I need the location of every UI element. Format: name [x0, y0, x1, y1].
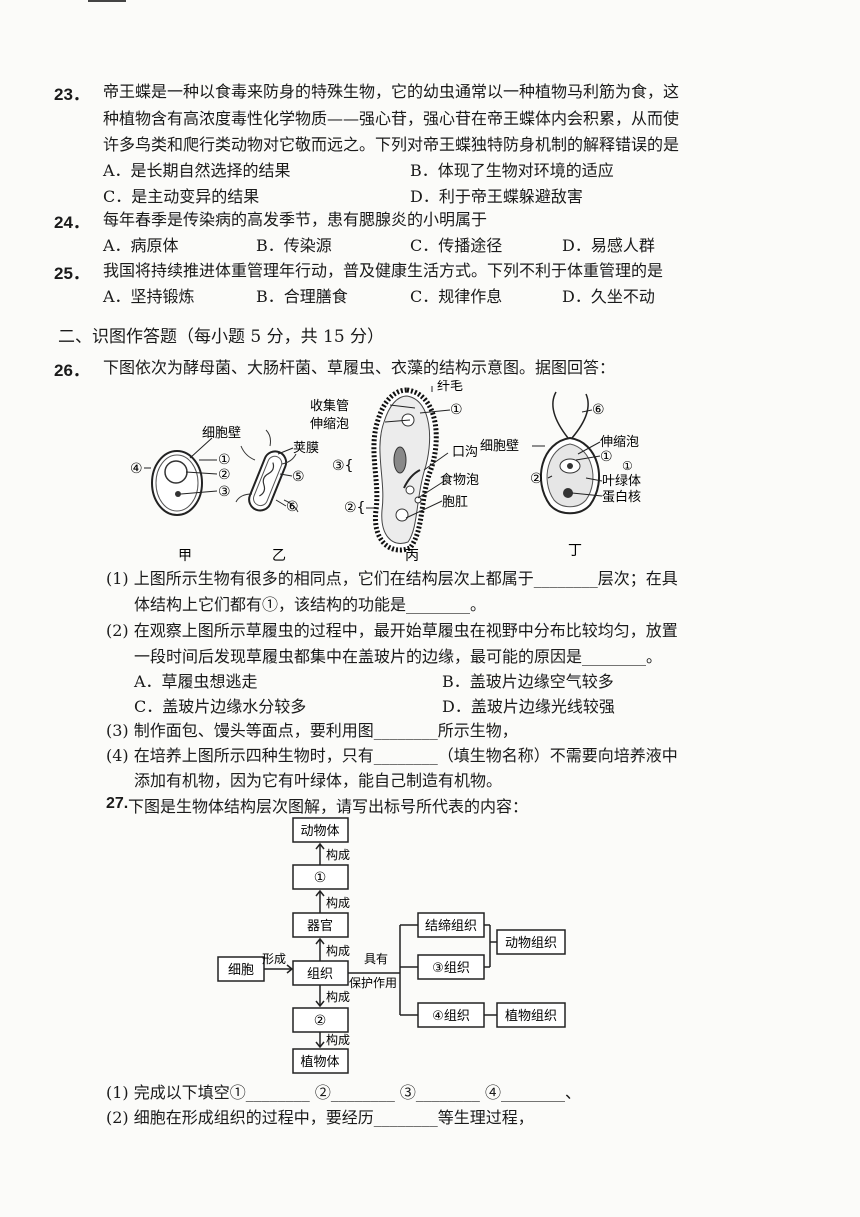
- arrow-label-form: 构成: [326, 895, 350, 910]
- label-2-bracket: ②{: [344, 500, 365, 516]
- option-a: A．是长期自然选择的结果: [103, 161, 291, 180]
- option-b: B．盖玻片边缘空气较多: [442, 672, 614, 691]
- label-d-extra: ①: [622, 459, 633, 473]
- arrow-label-form: 构成: [326, 989, 350, 1004]
- question-number: 25．: [54, 264, 90, 283]
- caption-ding: 丁: [568, 543, 582, 559]
- label-3-bracket: ③{: [332, 458, 353, 474]
- label-oral-groove: 口沟: [452, 445, 478, 460]
- label-d-cell-wall: 细胞壁: [480, 439, 519, 454]
- question-stem-line: 种植物含有高浓度毒性化学物质——强心苷，强心苷在帝王蝶体内会积累，从而使: [103, 109, 680, 128]
- node-organ: 器官: [307, 918, 333, 934]
- label-cell-wall: 细胞壁: [202, 426, 241, 441]
- option-c: C．传播途径: [410, 236, 503, 255]
- label-1: ①: [600, 449, 613, 465]
- arrow-label-have: 具有: [364, 952, 388, 966]
- subquestion-2: (2) 细胞在形成组织的过程中，要经历________等生理过程，: [106, 1108, 534, 1127]
- question-stem: 每年春季是传染病的高发季节，患有腮腺炎的小明属于: [103, 210, 488, 229]
- node-plant-body: 植物体: [300, 1055, 339, 1070]
- node-tissue-3: ③组织: [432, 961, 470, 976]
- label-cilia: 纤毛: [437, 380, 463, 394]
- caption-bing: 丙: [405, 548, 419, 564]
- label-5: ⑤: [292, 469, 305, 485]
- option-c: C．盖玻片边缘水分较多: [134, 697, 307, 716]
- subquestion-1: (1) 完成以下填空①________ ②________ ③________ …: [106, 1083, 582, 1102]
- question-stem: 我国将持续推进体重管理年行动，普及健康生活方式。下列不利于体重管理的是: [103, 261, 664, 280]
- subquestion-1-line: 体结构上它们都有①，该结构的功能是________。: [134, 595, 487, 614]
- subquestion-4-line: 添加有机物，因为它有叶绿体，能自己制造有机物。: [134, 771, 503, 790]
- ecoli-diagram: 荚膜 ⑤ ⑥: [235, 429, 319, 515]
- option-d: D．利于帝王蝶躲避敌害: [410, 187, 583, 206]
- label-1: ①: [450, 402, 463, 418]
- question-number: 26．: [54, 361, 90, 380]
- label-anal-pore: 胞肛: [442, 495, 468, 510]
- option-b: B．合理膳食: [256, 287, 348, 306]
- section-title: 二、识图作答题（每小题 5 分，共 15 分）: [58, 327, 385, 347]
- node-connective-tissue: 结缔组织: [425, 918, 477, 934]
- option-a: A．坚持锻炼: [103, 287, 195, 306]
- arrow-label-form: 构成: [326, 847, 350, 862]
- node-tissue-4: ④组织: [432, 1009, 470, 1024]
- node-blank-1: ①: [314, 870, 327, 886]
- node-animal-tissue: 动物组织: [505, 936, 557, 951]
- yeast-diagram: 细胞壁 ④ ① ② ③: [130, 426, 241, 516]
- label-food-vacuole: 食物泡: [440, 472, 479, 488]
- node-tissue: 组织: [307, 967, 333, 982]
- chlamydomonas-diagram: ⑥ 细胞壁 伸缩泡 ① ① ② 叶绿体 蛋白核: [480, 391, 641, 515]
- option-c: C．规律作息: [410, 287, 503, 306]
- question-number: 27.: [106, 795, 129, 812]
- arrow-label-protection: 保护作用: [349, 976, 397, 990]
- caption-jia: 甲: [178, 548, 192, 564]
- node-cell: 细胞: [228, 963, 254, 978]
- subquestion-2-line: 一段时间后发现草履虫都集中在盖玻片的边缘，最可能的原因是________。: [134, 647, 663, 666]
- label-2: ②: [530, 471, 543, 487]
- option-d: D．盖玻片边缘光线较强: [442, 697, 615, 716]
- label-6: ⑥: [286, 499, 299, 515]
- subquestion-2-line: (2) 在观察上图所示草履虫的过程中，最开始草履虫在视野中分布比较均匀，放置: [106, 621, 678, 640]
- label-collecting-tube: 收集管: [310, 398, 349, 414]
- option-d: D．久坐不动: [562, 287, 655, 306]
- question-stem-line: 帝王蝶是一种以食毒来防身的特殊生物，它的幼虫通常以一种植物马利筋为食，这: [103, 82, 680, 101]
- arrow-label-produce: 形成: [262, 952, 286, 966]
- question-stem: 下图是生物体结构层次图解，请写出标号所代表的内容：: [128, 797, 529, 816]
- question-number: 24．: [54, 213, 90, 232]
- label-2: ②: [218, 467, 231, 483]
- option-c: C．是主动变异的结果: [103, 187, 260, 206]
- label-contractile-vacuole: 伸缩泡: [310, 416, 349, 432]
- label-d-chloroplast: 叶绿体: [602, 474, 641, 489]
- arrow-label-form: 构成: [326, 1032, 350, 1047]
- caption-yi: 乙: [272, 548, 286, 564]
- option-b: B．体现了生物对环境的适应: [410, 161, 614, 180]
- microorganism-figure: 细胞壁 ④ ① ② ③ 荚膜 ⑤ ⑥: [130, 380, 641, 564]
- question-stem: 下图依次为酵母菌、大肠杆菌、草履虫、衣藻的结构示意图。据图回答：: [103, 358, 616, 377]
- label-d-contractile-vacuole: 伸缩泡: [600, 434, 639, 450]
- option-d: D．易感人群: [562, 236, 655, 255]
- label-capsule: 荚膜: [293, 441, 319, 456]
- node-plant-tissue: 植物组织: [505, 1009, 557, 1024]
- option-a: A．病原体: [103, 236, 179, 255]
- arrow-label-form: 构成: [326, 943, 350, 958]
- paramecium-diagram: 纤毛 收集管 伸缩泡 ① 口沟 ③{ 食物泡 胞肛 ②{: [310, 380, 479, 553]
- node-blank-2: ②: [314, 1013, 327, 1029]
- subquestion-4-line: (4) 在培养上图所示四种生物时，只有________（填生物名称）不需要向培养…: [106, 746, 678, 765]
- subquestion-1-line: (1) 上图所示生物有很多的相同点，它们在结构层次上都属于________层次；…: [106, 569, 678, 588]
- option-a: A．草履虫想逃走: [134, 672, 258, 691]
- label-6: ⑥: [592, 402, 605, 418]
- question-stem-line: 许多鸟类和爬行类动物对它敬而远之。下列对帝王蝶独特防身机制的解释错误的是: [103, 135, 680, 154]
- label-1: ①: [218, 452, 231, 468]
- subquestion-3: (3) 制作面包、馒头等面点，要利用图________所示生物，: [106, 721, 518, 740]
- option-b: B．传染源: [256, 236, 332, 255]
- label-d-pyrenoid: 蛋白核: [602, 489, 641, 505]
- label-3: ③: [218, 484, 231, 500]
- question-number: 23．: [54, 85, 90, 104]
- label-4: ④: [130, 461, 143, 477]
- structure-hierarchy-diagram: 动物体 ① 器官 组织 ② 植物体 细胞 结缔组织 ③组织 ④组织 动物组织 植…: [217, 817, 566, 1074]
- node-animal-body: 动物体: [300, 824, 339, 839]
- scan-mark: [88, 0, 126, 6]
